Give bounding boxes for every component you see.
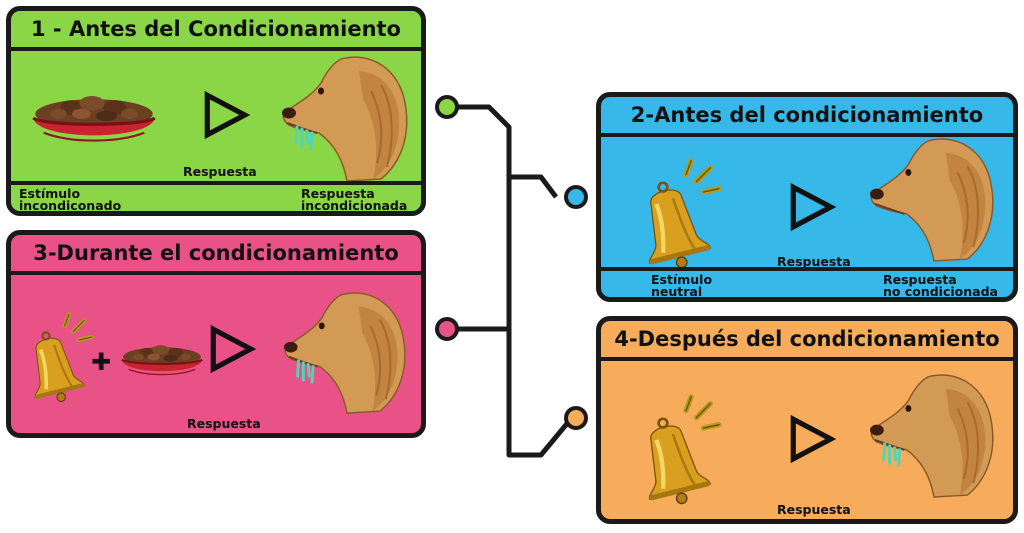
panel-during-conditioning-3: 3-Durante el condicionamiento ✚ Respuest… bbox=[6, 230, 426, 438]
panel-title: 3-Durante el condicionamiento bbox=[11, 235, 421, 275]
orange-node bbox=[564, 406, 588, 430]
plus-icon: ✚ bbox=[91, 348, 112, 376]
dog-salivating-image bbox=[283, 292, 406, 415]
blue-node bbox=[564, 185, 588, 209]
food-bowl-image bbox=[120, 344, 204, 376]
dog-salivating-image bbox=[281, 56, 408, 182]
dog-salivating-image bbox=[869, 374, 994, 499]
response-label-line1: Respuesta bbox=[301, 186, 375, 201]
bell-image bbox=[631, 159, 727, 267]
response-label-line1: Respuesta bbox=[883, 272, 957, 287]
play-arrow-icon bbox=[787, 181, 837, 233]
arrow-label: Respuesta bbox=[777, 502, 851, 517]
response-label-line2: no condicionada bbox=[883, 284, 998, 299]
play-arrow-icon bbox=[207, 323, 257, 375]
response-label-line2: incondicionada bbox=[301, 198, 408, 213]
stimulus-label-line1: Estímulo bbox=[19, 186, 81, 201]
stimulus-label-line1: Estímulo bbox=[651, 272, 713, 287]
play-arrow-icon bbox=[787, 413, 837, 465]
panel-title: 2-Antes del condicionamiento bbox=[601, 97, 1013, 137]
stimulus-label-line2: incondiconado bbox=[19, 198, 122, 213]
pink-node bbox=[435, 317, 459, 341]
arrow-label: Respuesta bbox=[777, 254, 851, 269]
play-arrow-icon bbox=[201, 89, 251, 141]
bell-image bbox=[631, 395, 727, 503]
stimulus-label-line2: neutral bbox=[651, 284, 703, 299]
panel-before-conditioning-1: 1 - Antes del Condicionamiento Respuesta… bbox=[6, 6, 426, 216]
panel-after-conditioning-4: 4-Después del condicionamiento Respuesta bbox=[596, 316, 1018, 524]
green-node bbox=[435, 95, 459, 119]
bell-image bbox=[23, 313, 95, 401]
food-bowl-image bbox=[31, 94, 157, 143]
dog-image bbox=[869, 138, 994, 263]
panel-title: 4-Después del condicionamiento bbox=[601, 321, 1013, 361]
arrow-label: Respuesta bbox=[183, 164, 257, 179]
panel-title: 1 - Antes del Condicionamiento bbox=[11, 11, 421, 51]
arrow-label: Respuesta bbox=[187, 416, 261, 431]
panel-before-conditioning-2: 2-Antes del condicionamiento Respuesta E… bbox=[596, 92, 1018, 302]
